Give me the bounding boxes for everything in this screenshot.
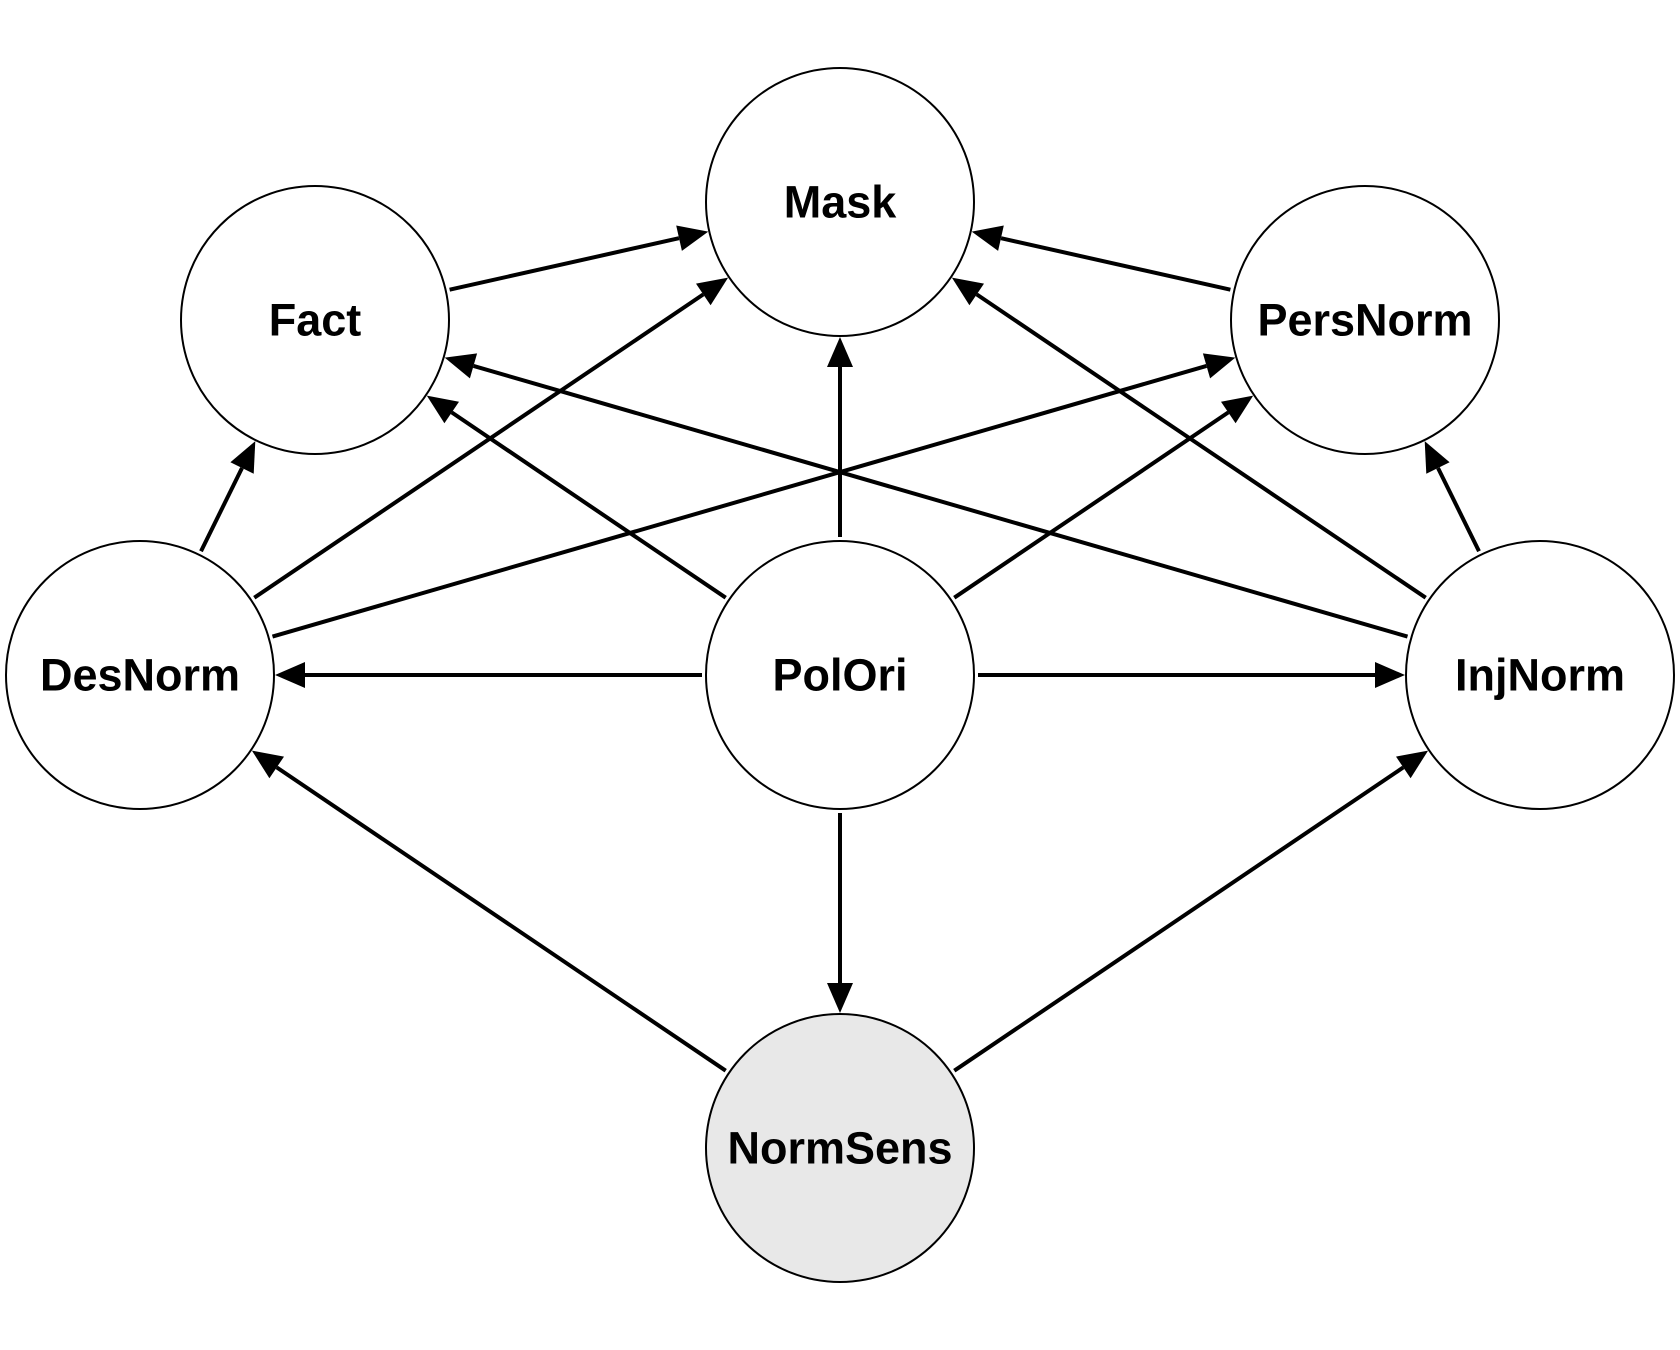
- arrowhead: [444, 353, 478, 379]
- node-circle: [705, 540, 975, 810]
- arrowhead: [1221, 395, 1254, 424]
- edge-desnorm-to-persnorm: [271, 353, 1236, 639]
- arrowhead: [275, 662, 305, 688]
- edge-injnorm-to-fact: [444, 353, 1409, 639]
- node-normsens: NormSens: [705, 1013, 975, 1283]
- edge-line: [450, 410, 727, 600]
- edge-injnorm-to-persnorm: [1424, 441, 1481, 553]
- edge-desnorm-to-fact: [199, 441, 256, 553]
- node-circle: [705, 67, 975, 337]
- node-label: Mask: [784, 177, 898, 228]
- edge-polori-to-fact: [426, 395, 727, 600]
- edge-line: [449, 236, 680, 292]
- node-persnorm: PersNorm: [1230, 185, 1500, 455]
- arrowhead: [827, 983, 853, 1013]
- arrowhead: [696, 277, 729, 306]
- node-circle: [705, 1013, 975, 1283]
- edge-polori-to-desnorm: [275, 662, 702, 688]
- node-label: PolOri: [772, 650, 907, 701]
- edge-line: [275, 765, 727, 1073]
- edge-polori-to-persnorm: [953, 395, 1254, 600]
- arrowhead: [251, 750, 284, 779]
- arrowhead: [1202, 353, 1236, 379]
- node-circle: [1230, 185, 1500, 455]
- edge-line: [253, 292, 705, 600]
- edge-polori-to-mask: [827, 337, 853, 537]
- edge-line: [1436, 467, 1481, 553]
- arrowhead: [676, 225, 709, 251]
- node-label: NormSens: [727, 1123, 952, 1174]
- edges-layer: [199, 225, 1481, 1073]
- node-fact: Fact: [180, 185, 450, 455]
- edge-line: [1000, 236, 1231, 292]
- edge-normsens-to-desnorm: [251, 750, 727, 1073]
- node-mask: Mask: [705, 67, 975, 337]
- node-circle: [1405, 540, 1675, 810]
- node-label: Fact: [269, 295, 362, 346]
- edge-fact-to-mask: [449, 225, 709, 292]
- arrowhead: [230, 441, 256, 474]
- edge-desnorm-to-mask: [253, 277, 729, 600]
- edge-line: [472, 363, 1409, 639]
- node-desnorm: DesNorm: [5, 540, 275, 810]
- edge-line: [953, 410, 1230, 600]
- edge-injnorm-to-mask: [951, 277, 1427, 600]
- node-label: InjNorm: [1455, 650, 1625, 701]
- edge-normsens-to-injnorm: [953, 750, 1429, 1073]
- arrowhead: [1396, 750, 1429, 779]
- node-polori: PolOri: [705, 540, 975, 810]
- edge-polori-to-injnorm: [978, 662, 1405, 688]
- edge-persnorm-to-mask: [971, 225, 1231, 292]
- node-label: PersNorm: [1257, 295, 1472, 346]
- edge-line: [199, 467, 244, 553]
- arrowhead: [426, 395, 459, 424]
- node-circle: [180, 185, 450, 455]
- node-circle: [5, 540, 275, 810]
- arrowhead: [1375, 662, 1405, 688]
- arrowhead: [971, 225, 1004, 251]
- edge-line: [953, 765, 1405, 1073]
- arrowhead: [1424, 441, 1450, 474]
- node-label: DesNorm: [40, 650, 240, 701]
- arrowhead: [827, 337, 853, 367]
- arrowhead: [951, 277, 984, 306]
- edge-line: [975, 292, 1427, 600]
- edge-line: [271, 363, 1208, 639]
- node-injnorm: InjNorm: [1405, 540, 1675, 810]
- edge-polori-to-normsens: [827, 813, 853, 1013]
